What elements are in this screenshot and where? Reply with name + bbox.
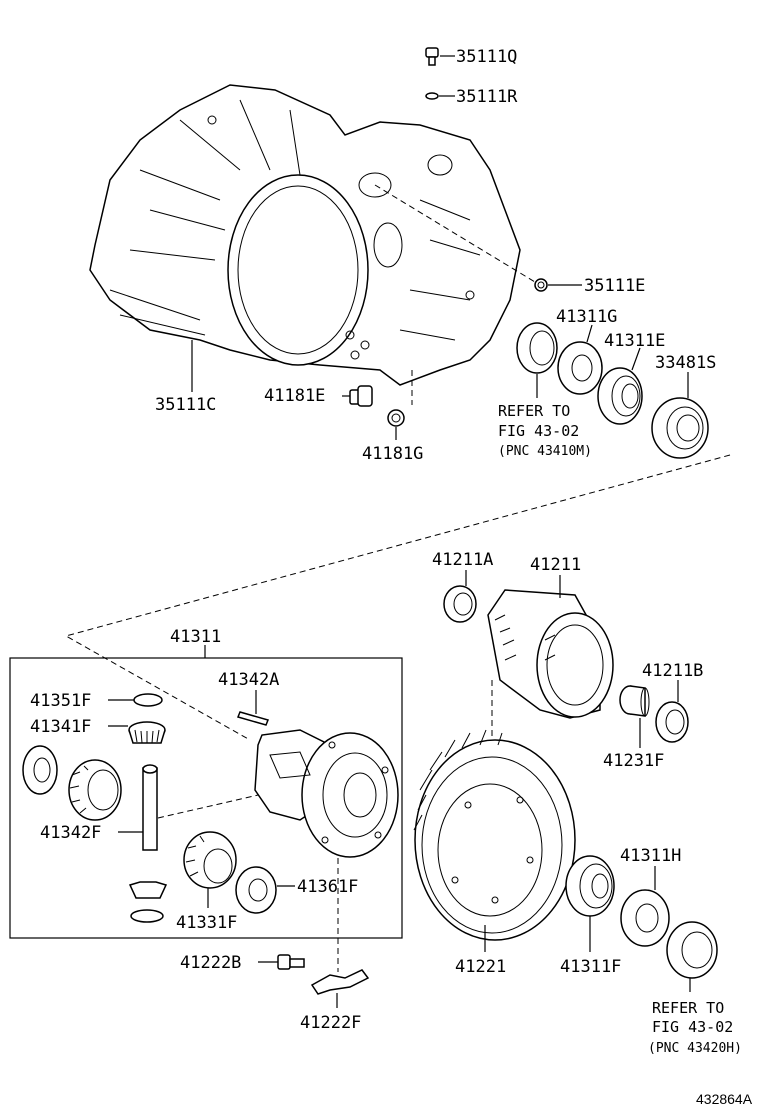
label-41222F: 41222F	[300, 1013, 361, 1033]
shaft-41342F-illustration	[142, 764, 158, 851]
side-gear-right-illustration	[183, 831, 237, 889]
label-41311E: 41311E	[604, 331, 665, 351]
label-41341F: 41341F	[30, 717, 91, 737]
label-33481S: 33481S	[655, 353, 716, 373]
label-41181G: 41181G	[362, 444, 423, 464]
label-41342A: 41342A	[218, 670, 279, 690]
bearing-41211B-illustration	[655, 701, 689, 743]
differential-assembly-box	[9, 657, 403, 939]
bolt-41222B-illustration	[277, 954, 305, 970]
pinion-lower-illustration	[128, 881, 168, 923]
gasket-35111E-illustration	[534, 278, 548, 292]
label-35111E: 35111E	[584, 276, 645, 296]
label-41231F: 41231F	[603, 751, 664, 771]
label-41181E: 41181E	[264, 386, 325, 406]
label-41211: 41211	[530, 555, 581, 575]
ref2-line2: FIG 43-02	[652, 1018, 733, 1036]
label-41311: 41311	[170, 627, 221, 647]
illustration-id: 432864A	[696, 1091, 753, 1107]
label-41221: 41221	[455, 957, 506, 977]
label-41311H: 41311H	[620, 846, 681, 866]
ref2-line1: REFER TO	[652, 999, 724, 1017]
bearing-41211A-illustration	[443, 585, 477, 623]
gear-41341F-illustration	[128, 721, 166, 744]
ref1-line2: FIG 43-02	[498, 422, 579, 440]
oil-seal-ref-illustration	[516, 322, 558, 374]
bushing-41231F-illustration	[619, 685, 650, 717]
ref1-line1: REFER TO	[498, 402, 570, 420]
label-41211B: 41211B	[642, 661, 703, 681]
label-35111Q: 35111Q	[456, 47, 517, 67]
washer-41361F-illustration	[235, 866, 277, 914]
plug-35111Q-illustration	[425, 47, 439, 66]
label-41211A: 41211A	[432, 550, 493, 570]
seal-33481S-illustration	[651, 397, 709, 459]
transaxle-case-illustration	[89, 84, 521, 386]
oil-seal-ref2-illustration	[666, 921, 718, 979]
shim-41311G-illustration	[557, 341, 603, 395]
pin-41342A-illustration	[236, 711, 270, 726]
differential-case-illustration	[254, 729, 399, 858]
gasket-41181G-illustration	[387, 409, 405, 427]
label-41361F: 41361F	[297, 877, 358, 897]
thrust-washer-left-illustration	[22, 745, 58, 795]
gasket-35111R-illustration	[425, 92, 439, 100]
label-35111C: 35111C	[155, 395, 216, 415]
bearing-41311E-illustration	[597, 367, 643, 425]
ref2-line3: (PNC 43420H)	[648, 1041, 742, 1056]
label-41351F: 41351F	[30, 691, 91, 711]
label-41342F: 41342F	[40, 823, 101, 843]
label-35111R: 35111R	[456, 87, 518, 107]
plug-41181E-illustration	[349, 385, 373, 407]
bearing-41311F-illustration	[565, 855, 615, 917]
label-41311G: 41311G	[556, 307, 617, 327]
label-41311F: 41311F	[560, 957, 621, 977]
ref1-line3: (PNC 43410M)	[498, 444, 592, 459]
washer-41351F-illustration	[133, 693, 163, 707]
ring-gear-41221-illustration	[413, 729, 576, 941]
label-41222B: 41222B	[180, 953, 241, 973]
shim-41311H-illustration	[620, 889, 670, 947]
gear-41211-illustration	[487, 589, 614, 719]
side-gear-left-illustration	[68, 759, 122, 821]
lock-plate-41222F-illustration	[310, 969, 370, 995]
label-41331F: 41331F	[176, 913, 237, 933]
